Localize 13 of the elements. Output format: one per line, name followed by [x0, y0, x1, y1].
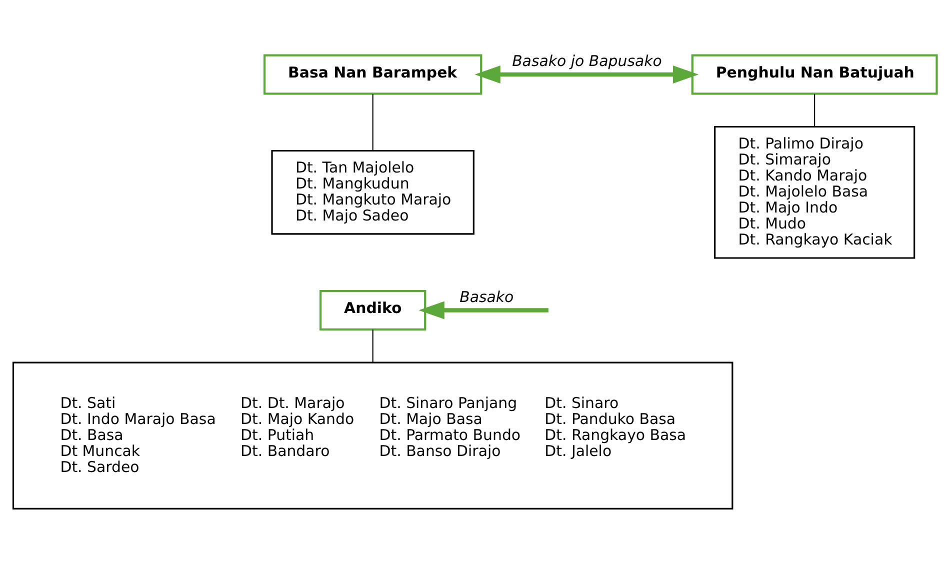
- node-box: Dt. Sati Dt. Indo Marajo Basa Dt. Basa Dt Muncak Dt. Sardeo Dt. Dt. Marajo Dt. Majo Kando Dt. Putiah Dt. Bandaro Dt. Sinaro Panjang Dt. Majo Basa Dt. Parmato Bundo Dt. Banso Dirajo Dt. Sinaro Dt. Panduko Basa Dt. Rangkayo Basa Dt. Jalelo: [12, 361, 734, 510]
- connector: [814, 94, 816, 126]
- edge-label: Basako jo Bapusako: [512, 52, 662, 70]
- arrow: [474, 65, 699, 83]
- node-box: Andiko: [319, 290, 426, 330]
- connector: [372, 329, 374, 362]
- node-box: Basa Nan Barampek: [263, 54, 482, 94]
- arrow: [418, 300, 548, 319]
- node-box: Dt. Tan Majolelo Dt. Mangkudun Dt. Mangkuto Marajo Dt. Majo Sadeo: [271, 149, 474, 234]
- connector: [372, 94, 374, 150]
- node-box: Dt. Palimo Dirajo Dt. Simarajo Dt. Kando Marajo Dt. Majolelo Basa Dt. Majo Indo Dt. Mudo Dt. Rangkayo Kaciak: [714, 125, 916, 258]
- edge-label: Basako: [460, 287, 514, 306]
- node-box: Penghulu Nan Batujuah: [691, 54, 938, 94]
